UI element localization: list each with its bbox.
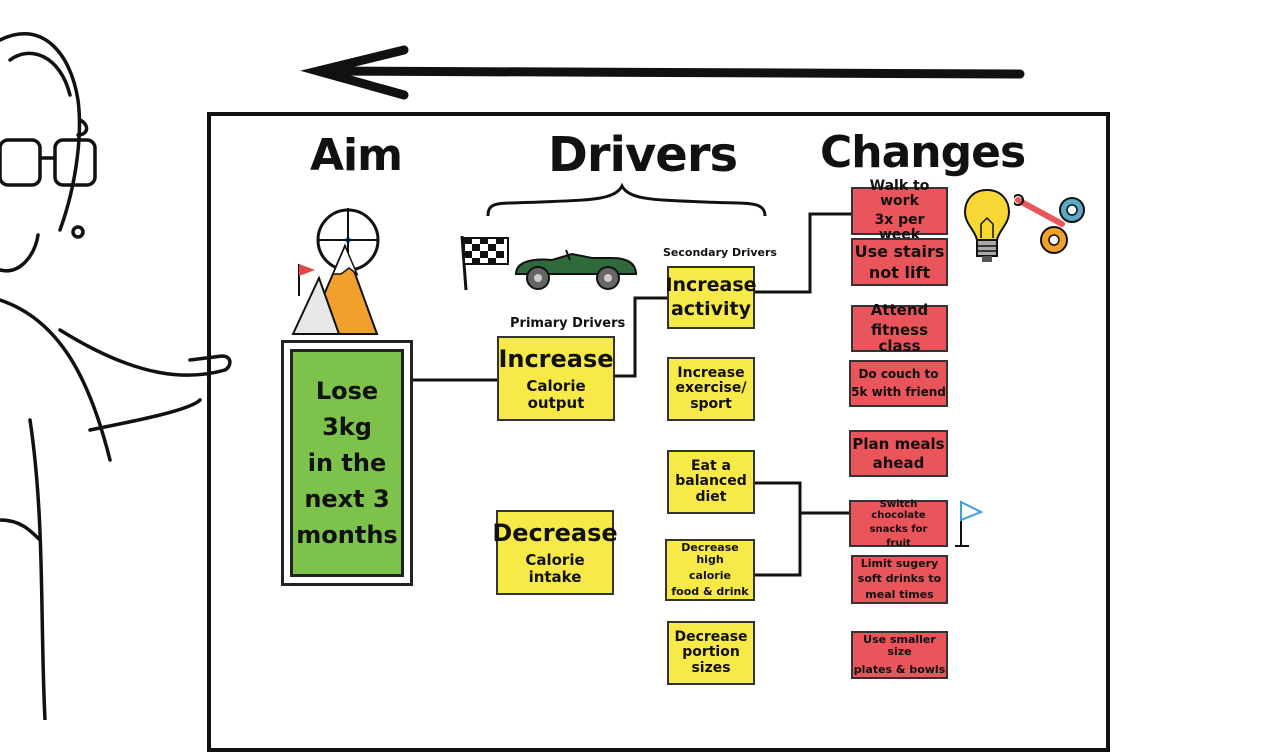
- secondary-driver-line: calorie: [689, 569, 731, 582]
- change-box: Plan meals ahead: [849, 430, 948, 477]
- secondary-driver-line: balanced: [675, 473, 747, 490]
- secondary-driver-box: Decrease high calorie food & drink: [665, 539, 755, 601]
- change-line: soft drinks to: [857, 572, 942, 586]
- gears-wrench-icon: [1014, 194, 1085, 254]
- secondary-driver-line: diet: [695, 488, 727, 505]
- aim-line: Lose 3kg: [315, 377, 379, 441]
- secondary-driver-line: sizes: [691, 659, 731, 676]
- change-line: Limit sugery: [860, 557, 939, 571]
- secondary-driver-line: Decrease: [674, 628, 748, 645]
- presenter-figure: [0, 32, 232, 720]
- change-line: meal times: [865, 587, 934, 601]
- change-line: Plan meals: [852, 434, 945, 453]
- target-mountain-icon: [291, 208, 380, 335]
- aim-header: Aim: [310, 130, 403, 181]
- secondary-driver-line: Eat a: [690, 457, 732, 474]
- secondary-drivers-label: Secondary Drivers: [663, 246, 777, 259]
- primary-driver-subtitle: Calorie output: [526, 377, 586, 412]
- secondary-driver-line: portion: [682, 644, 740, 661]
- change-line: Walk to work: [869, 177, 930, 210]
- secondary-driver-box: Increase activity: [665, 266, 757, 329]
- aim-line: months: [296, 521, 398, 549]
- secondary-driver-line: Increase: [665, 274, 757, 297]
- change-line: snacks for: [869, 523, 928, 535]
- changes-header: Changes: [820, 127, 1026, 178]
- secondary-driver-line: Decrease high: [681, 540, 739, 566]
- change-line: Attend: [870, 301, 929, 320]
- change-line: Switch chocolate: [871, 498, 926, 521]
- secondary-driver-box: Decrease portion sizes: [667, 621, 755, 685]
- change-line: 5k with friend: [851, 384, 946, 399]
- secondary-driver-line: exercise/: [675, 380, 747, 397]
- change-box: Use stairs not lift: [851, 238, 948, 286]
- primary-drivers-label: Primary Drivers: [510, 316, 626, 331]
- secondary-driver-line: food & drink: [671, 585, 749, 599]
- aim-box: Lose 3kg in the next 3 months: [281, 340, 413, 586]
- change-line: plates & bowls: [853, 662, 946, 676]
- aim-line: in the: [307, 449, 387, 477]
- change-box: Switch chocolate snacks for fruit: [849, 498, 948, 549]
- secondary-driver-box: Eat a balanced diet: [667, 450, 755, 514]
- secondary-driver-line: sport: [690, 395, 732, 412]
- primary-driver-subtitle: Calorie intake: [525, 551, 585, 586]
- change-box: Do couch to 5k with friend: [849, 360, 948, 407]
- arrow-left-icon: [300, 45, 1025, 100]
- aim-text: Lose 3kg in the next 3 months: [290, 349, 404, 577]
- secondary-driver-line: Increase: [677, 364, 745, 381]
- vintage-car-icon: [514, 249, 638, 290]
- lightbulb-icon: [963, 188, 1011, 262]
- checkered-flag-icon: [460, 235, 509, 291]
- drivers-header: Drivers: [548, 127, 738, 183]
- change-box: Walk to work 3x per week: [851, 178, 948, 243]
- driver-diagram-scene: Aim Drivers Changes: [0, 32, 1110, 752]
- change-line: fitness class: [871, 320, 928, 356]
- change-line: not lift: [868, 262, 931, 282]
- secondary-driver-box: Increase exercise/ sport: [667, 357, 755, 421]
- primary-driver-box: Increase Calorie output: [497, 336, 615, 421]
- primary-driver-title: Increase: [498, 344, 614, 373]
- primary-driver-title: Decrease: [492, 518, 618, 547]
- change-line: Do couch to: [858, 367, 939, 382]
- change-box: Use smaller size plates & bowls: [851, 631, 948, 679]
- aim-line: next 3: [304, 485, 390, 513]
- change-line: Use stairs: [854, 241, 945, 261]
- small-flag-icon: [955, 500, 984, 547]
- primary-driver-box: Decrease Calorie intake: [492, 510, 618, 595]
- change-box: Attend fitness class: [851, 301, 948, 356]
- change-line: fruit: [886, 537, 911, 549]
- change-box: Limit sugery soft drinks to meal times: [851, 555, 948, 604]
- change-line: ahead: [872, 454, 925, 472]
- change-line: Use smaller size: [863, 633, 936, 659]
- secondary-driver-line: activity: [670, 298, 752, 320]
